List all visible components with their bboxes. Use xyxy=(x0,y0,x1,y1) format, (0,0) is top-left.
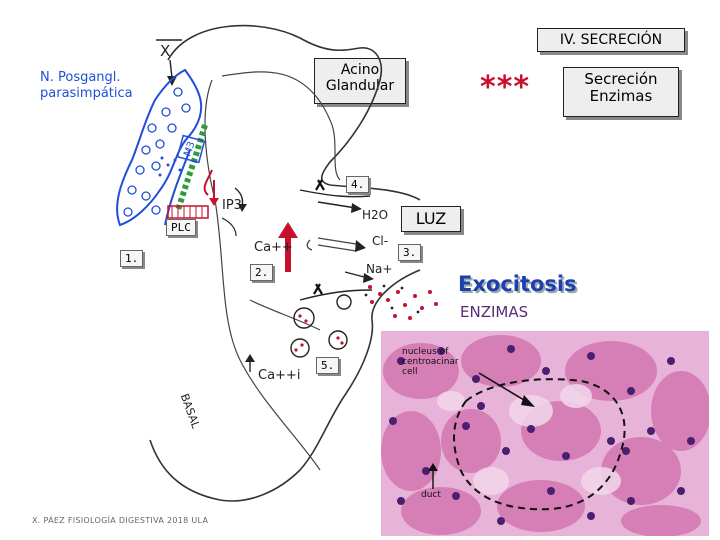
enzimas-label: ENZIMAS xyxy=(460,303,529,321)
m3-label: M3 xyxy=(182,140,197,158)
x-mark: X xyxy=(160,42,170,60)
ip3-label: IP3 xyxy=(222,198,242,213)
micrograph-image xyxy=(381,331,709,536)
ca-bottom-label: Ca++i xyxy=(258,368,301,383)
secrecion-label: Secreción Enzimas xyxy=(584,70,658,106)
section-title-text: IV. SECRECIÓN xyxy=(559,32,663,48)
exocitosis-label: Exocitosis xyxy=(458,272,577,296)
nerve-label: N. Posgangl. parasimpática xyxy=(40,70,133,101)
secrecion-label-box: Secreción Enzimas xyxy=(563,67,679,117)
h2o-label: H2O xyxy=(362,208,389,222)
plc-badge: PLC xyxy=(166,219,196,236)
plc-membrane xyxy=(167,205,209,219)
step-5-badge: 5. xyxy=(316,357,340,374)
zymogen-granules xyxy=(290,294,352,358)
step-3-badge: 3. xyxy=(398,244,422,261)
stars-mark: *** xyxy=(480,70,531,105)
section-title: IV. SECRECIÓN xyxy=(537,28,685,52)
footer-credit: X. PÁEZ FISIOLOGÍA DIGESTIVA 2018 ULA xyxy=(32,516,209,525)
ca-top-label: Ca++ xyxy=(254,240,293,255)
acinar-cell-outline xyxy=(149,24,421,502)
luz-label-box: LUZ xyxy=(401,206,461,232)
na-label: Na+ xyxy=(366,262,393,276)
nerve-terminal xyxy=(116,68,203,227)
step-2-badge: 2. xyxy=(250,264,274,281)
micro-nucleus-label: nucleus of centroacinar cell xyxy=(402,347,459,377)
luz-label: LUZ xyxy=(415,209,447,228)
exocytosis-dots xyxy=(368,285,438,320)
cl-label: Cl- xyxy=(372,234,389,248)
micro-duct-label: duct xyxy=(421,490,441,500)
step-4-badge: 4. xyxy=(346,176,370,193)
step-1-badge: 1. xyxy=(120,250,144,267)
acino-label-box: Acino Glandular xyxy=(314,58,406,104)
